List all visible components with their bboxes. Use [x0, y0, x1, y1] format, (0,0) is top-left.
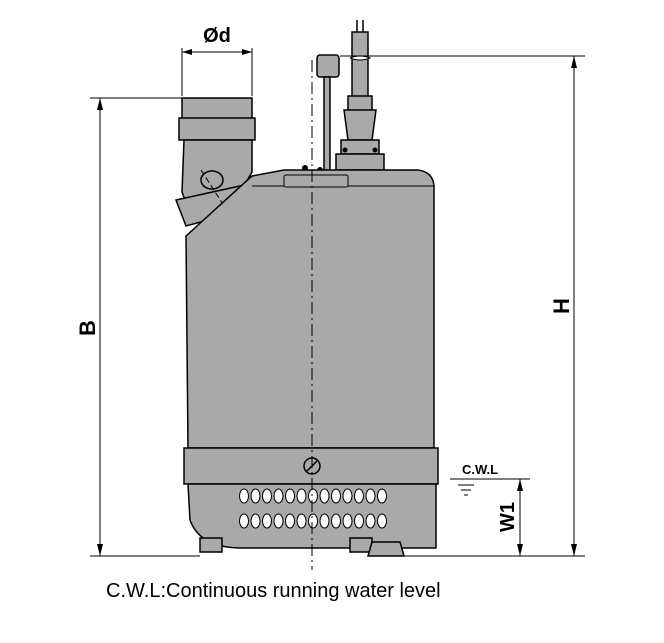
- cwl-label: C.W.L: [462, 462, 498, 477]
- dimension-w1: C.W.L W1: [450, 462, 530, 556]
- strainer-slot: [262, 488, 272, 504]
- lifting-handle: [302, 54, 340, 178]
- cable-gland: [335, 95, 385, 171]
- dimension-d-label: Ød: [203, 25, 231, 47]
- strainer-slot: [319, 488, 330, 504]
- strainer-slot: [285, 513, 295, 529]
- strainer-slot: [250, 488, 261, 504]
- strainer-slot: [331, 488, 341, 504]
- strainer-slot: [239, 488, 249, 504]
- caption: C.W.L:Continuous running water level: [106, 580, 441, 602]
- strainer-slot: [308, 513, 318, 529]
- strainer-slot: [239, 513, 249, 529]
- strainer-slot: [365, 513, 376, 529]
- strainer-slot: [262, 513, 272, 529]
- dimension-h: H: [340, 55, 585, 557]
- strainer-slot: [285, 488, 295, 504]
- strainer-slot: [365, 488, 376, 504]
- discharge-outlet: [174, 97, 256, 227]
- strainer-slot: [273, 488, 284, 504]
- body-band: [183, 447, 439, 485]
- strainer-slot: [308, 488, 318, 504]
- strainer-slot: [319, 513, 330, 529]
- dimension-w1-label: W1: [497, 502, 519, 532]
- strainer-slot: [296, 513, 307, 529]
- strainer-slot: [250, 513, 261, 529]
- strainer-slot: [342, 488, 353, 504]
- dimension-b: B: [75, 97, 200, 557]
- strainer-slot: [273, 513, 284, 529]
- dimension-b-label: B: [75, 320, 100, 336]
- dimension-h-label: H: [549, 298, 574, 314]
- strainer-slot: [354, 488, 364, 504]
- dimension-d: Ød: [181, 25, 253, 96]
- power-cable: [349, 20, 372, 99]
- strainer-slot: [377, 488, 387, 504]
- strainer-slot: [296, 488, 307, 504]
- pump-body: [185, 169, 435, 449]
- strainer-slots: [239, 488, 387, 529]
- strainer-slot: [342, 513, 353, 529]
- strainer-slot: [354, 513, 364, 529]
- strainer-slot: [377, 513, 387, 529]
- strainer-slot: [331, 513, 341, 529]
